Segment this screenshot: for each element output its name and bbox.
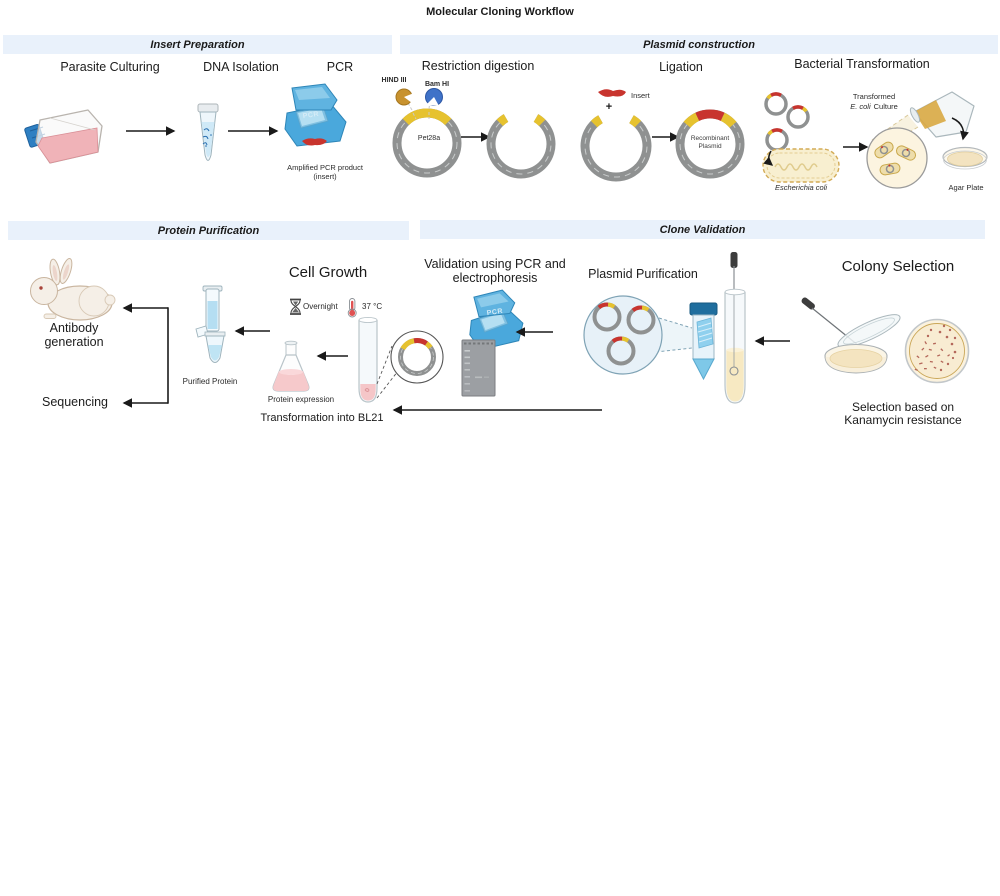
arrow-to-agar-plate — [951, 117, 969, 141]
magnified-bacteria-circle — [866, 127, 928, 189]
step-plasmid-purification: Plasmid Purification — [588, 267, 698, 281]
gel-electrophoresis-icon — [461, 339, 496, 397]
step-colony-selection: Colony Selection — [841, 258, 955, 275]
step-validation-2: electrophoresis — [452, 271, 538, 285]
cut-plasmid2-icon — [580, 115, 652, 182]
colonies — [914, 324, 957, 372]
hourglass-icon — [290, 298, 301, 315]
section-label-insert-preparation: Insert Preparation — [150, 38, 245, 51]
recombinant-label-2: Plasmid — [698, 143, 722, 150]
antibody-label-1: Antibody — [49, 321, 99, 335]
step-validation-1: Validation using PCR and — [424, 257, 566, 271]
step-pcr: PCR — [326, 60, 354, 74]
step-bacterial-transformation: Bacterial Transformation — [794, 57, 930, 71]
colony-plate-icon — [904, 318, 970, 384]
step-cell-growth: Cell Growth — [288, 264, 368, 281]
hindiii-enzyme-icon — [395, 88, 414, 106]
selection-label-1: Selection based on — [851, 400, 955, 414]
hindiii-label: HIND III — [381, 77, 407, 84]
protein-expression-flask-icon — [272, 340, 310, 392]
transformation-bl21-label: Transformation into BL21 — [260, 412, 384, 424]
protein-expression-label: Protein expression — [267, 395, 335, 404]
step-ligation: Ligation — [659, 60, 703, 74]
agar-plate-label: Agar Plate — [948, 183, 984, 192]
purified-protein-column-icon — [195, 285, 226, 363]
section-bar-clone-validation: Clone Validation — [420, 220, 985, 239]
section-label-plasmid-construction: Plasmid construction — [643, 38, 755, 51]
pet28a-plasmid-icon — [392, 100, 462, 178]
section-label-clone-validation: Clone Validation — [659, 223, 746, 236]
rabbit-icon — [30, 258, 116, 321]
thermometer-icon — [347, 298, 357, 318]
overnight-label: Overnight — [303, 302, 338, 311]
ecoli-italic: E. coli — [850, 102, 871, 111]
bamhi-enzyme-icon — [425, 88, 443, 106]
uptake-arrow — [763, 150, 774, 166]
selection-label-2: Kanamycin resistance — [844, 413, 962, 427]
section-bar-protein-purification: Protein Purification — [8, 221, 409, 240]
amplified-product-label-1: Amplified PCR product — [287, 163, 363, 172]
step-restriction-digestion: Restriction digestion — [421, 59, 535, 73]
pcr-machine-validation-icon — [469, 289, 524, 351]
insert-label: Insert — [631, 91, 650, 100]
agar-plate-icon — [942, 146, 988, 170]
step-parasite-culturing: Parasite Culturing — [60, 60, 160, 74]
free-plasmids-icon — [764, 92, 810, 152]
recombinant-plasmid-icon — [675, 109, 745, 179]
insert-fragment-icon — [598, 89, 626, 97]
cut-plasmid-icon — [486, 114, 556, 179]
amplified-product-icon — [302, 138, 327, 146]
open-petri-dish-icon — [824, 314, 901, 374]
culture-tube-with-loop-icon — [724, 252, 746, 404]
section-label-protein-purification: Protein Purification — [157, 224, 260, 237]
transformed-culture-icon — [866, 91, 975, 189]
plasmid-magnifier-icon — [376, 330, 444, 399]
step-dna-isolation: DNA Isolation — [203, 60, 279, 74]
culture-flask-icon — [24, 109, 103, 164]
section-bar-plasmid-construction: Plasmid construction — [400, 35, 998, 54]
bl21-tube-icon — [358, 316, 378, 403]
sequencing-label: Sequencing — [41, 395, 109, 409]
culture-rest: Culture — [873, 102, 898, 111]
transformed-label: Transformed — [852, 92, 896, 101]
microcentrifuge-tube-icon — [197, 103, 219, 161]
bamhi-label: Bam HI — [424, 81, 450, 88]
spin-column-tube-icon — [689, 302, 718, 381]
plasmid-purification-circle-icon — [583, 295, 693, 375]
page-title: Molecular Cloning Workflow — [426, 6, 574, 18]
recombinant-label-1: Recombinant — [690, 135, 730, 142]
escherichia-coli-label: Escherichia coli — [774, 183, 828, 192]
pet28a-label: Pet28a — [417, 135, 441, 142]
amplified-product-label-2: (insert) — [313, 172, 337, 181]
pcr-machine-icon — [284, 83, 347, 147]
antibody-label-2: generation — [44, 335, 104, 349]
section-bar-insert-preparation: Insert Preparation — [3, 35, 392, 54]
purified-protein-label: Purified Protein — [182, 377, 238, 386]
plus-sign: + — [605, 101, 613, 113]
ecoli-cell-icon — [762, 148, 840, 183]
branch-connector — [122, 303, 169, 408]
temperature-label: 37 °C — [362, 302, 383, 311]
